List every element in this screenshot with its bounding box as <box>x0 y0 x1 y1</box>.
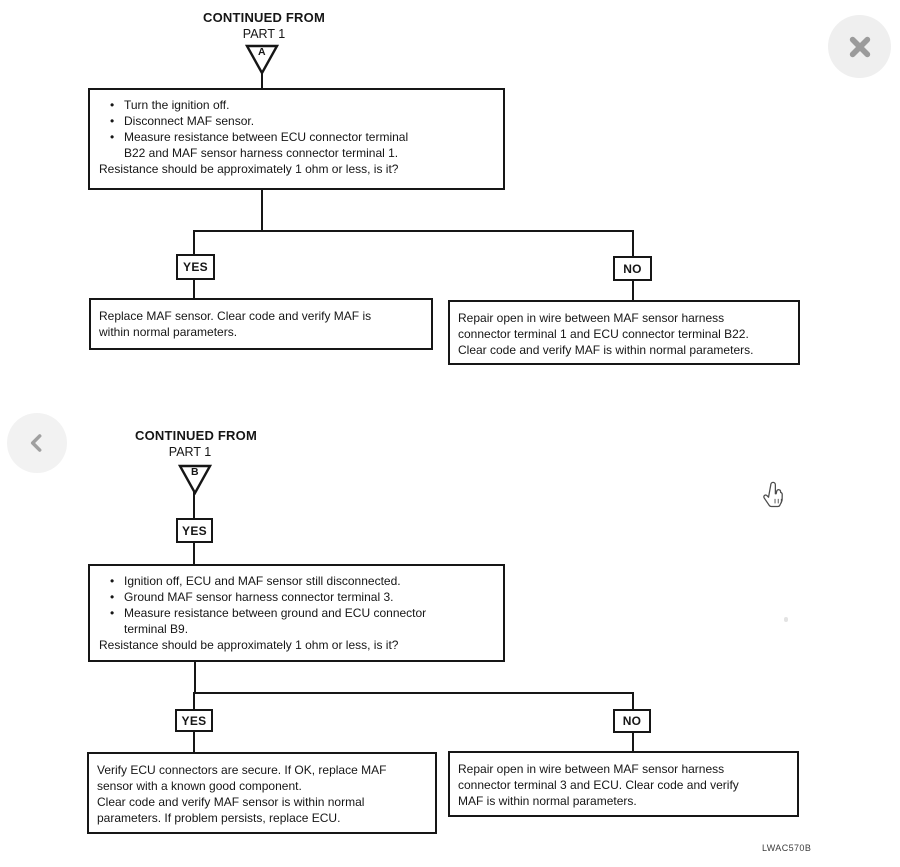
bullet-icon: • <box>110 606 115 620</box>
connector-line <box>632 281 634 300</box>
flowchart-a-header-line2: PART 1 <box>242 27 286 41</box>
step-text: Turn the ignition off. <box>124 98 230 112</box>
connector-a-letter: A <box>258 46 266 58</box>
flowchart-b-yes-result-box: Verify ECU connectors are secure. If OK,… <box>87 752 437 834</box>
connector-line <box>193 692 634 694</box>
result-text: Repair open in wire between MAF sensor h… <box>458 311 754 357</box>
step-item: • Ground MAF sensor harness connector te… <box>99 589 495 605</box>
connector-line <box>261 71 263 88</box>
step-text: Measure resistance between ECU connector… <box>124 130 409 160</box>
step-text: Ignition off, ECU and MAF sensor still d… <box>124 574 401 588</box>
step-item: • Measure resistance between ECU connect… <box>99 129 495 161</box>
bullet-icon: • <box>110 130 115 144</box>
result-text: Replace MAF sensor. Clear code and verif… <box>99 309 372 339</box>
flowchart-b-step-box: • Ignition off, ECU and MAF sensor still… <box>88 564 505 662</box>
no-branch-label: NO <box>613 709 651 733</box>
connector-line <box>193 280 195 299</box>
connector-line <box>193 230 195 254</box>
entry-yes-label: YES <box>176 518 213 543</box>
flowchart-b-no-result-box: Repair open in wire between MAF sensor h… <box>448 751 799 817</box>
step-item: • Turn the ignition off. <box>99 97 495 113</box>
step-text: Measure resistance between ground and EC… <box>124 606 427 636</box>
flowchart-b-header-line1: CONTINUED FROM <box>135 428 257 443</box>
chevron-left-icon <box>30 434 42 452</box>
no-branch-label: NO <box>613 256 652 281</box>
step-question: Resistance should be approximately 1 ohm… <box>99 638 399 652</box>
step-item: • Measure resistance between ground and … <box>99 605 495 637</box>
bullet-icon: • <box>110 574 115 588</box>
figure-code: LWAC570B <box>762 843 812 853</box>
connector-a-triangle-icon <box>245 44 279 75</box>
connector-line <box>261 190 263 232</box>
scan-artifact-dot <box>784 617 788 622</box>
connector-line <box>632 692 634 709</box>
connector-line <box>632 230 634 257</box>
bullet-icon: • <box>110 590 115 604</box>
connector-b-triangle-icon <box>178 464 212 495</box>
connector-line <box>193 230 634 232</box>
connector-b-letter: B <box>191 466 199 478</box>
result-text: Repair open in wire between MAF sensor h… <box>458 762 739 808</box>
connector-line <box>194 662 196 694</box>
yes-branch-label: YES <box>175 709 213 732</box>
connector-line <box>193 692 195 709</box>
connector-line <box>193 732 195 752</box>
step-item: • Ignition off, ECU and MAF sensor still… <box>99 573 495 589</box>
flowchart-a-step-box: • Turn the ignition off. • Disconnect MA… <box>88 88 505 190</box>
step-text: Ground MAF sensor harness connector term… <box>124 590 394 604</box>
close-button[interactable] <box>828 15 891 78</box>
step-question: Resistance should be approximately 1 ohm… <box>99 162 399 176</box>
yes-branch-label: YES <box>176 254 215 280</box>
flowchart-a-yes-result-box: Replace MAF sensor. Clear code and verif… <box>89 298 433 350</box>
connector-line <box>193 492 195 518</box>
flowchart-a-header-line1: CONTINUED FROM <box>203 10 325 25</box>
previous-image-button[interactable] <box>7 413 67 473</box>
bullet-icon: • <box>110 98 115 112</box>
bullet-icon: • <box>110 114 115 128</box>
flowchart-b-header-line2: PART 1 <box>168 445 212 459</box>
close-icon <box>849 36 870 57</box>
result-text: Verify ECU connectors are secure. If OK,… <box>97 763 387 825</box>
hand-pointer-cursor-icon <box>760 480 788 517</box>
step-text: Disconnect MAF sensor. <box>124 114 255 128</box>
connector-line <box>193 543 195 564</box>
flowchart-a-no-result-box: Repair open in wire between MAF sensor h… <box>448 300 800 365</box>
connector-line <box>632 733 634 751</box>
step-item: • Disconnect MAF sensor. <box>99 113 495 129</box>
